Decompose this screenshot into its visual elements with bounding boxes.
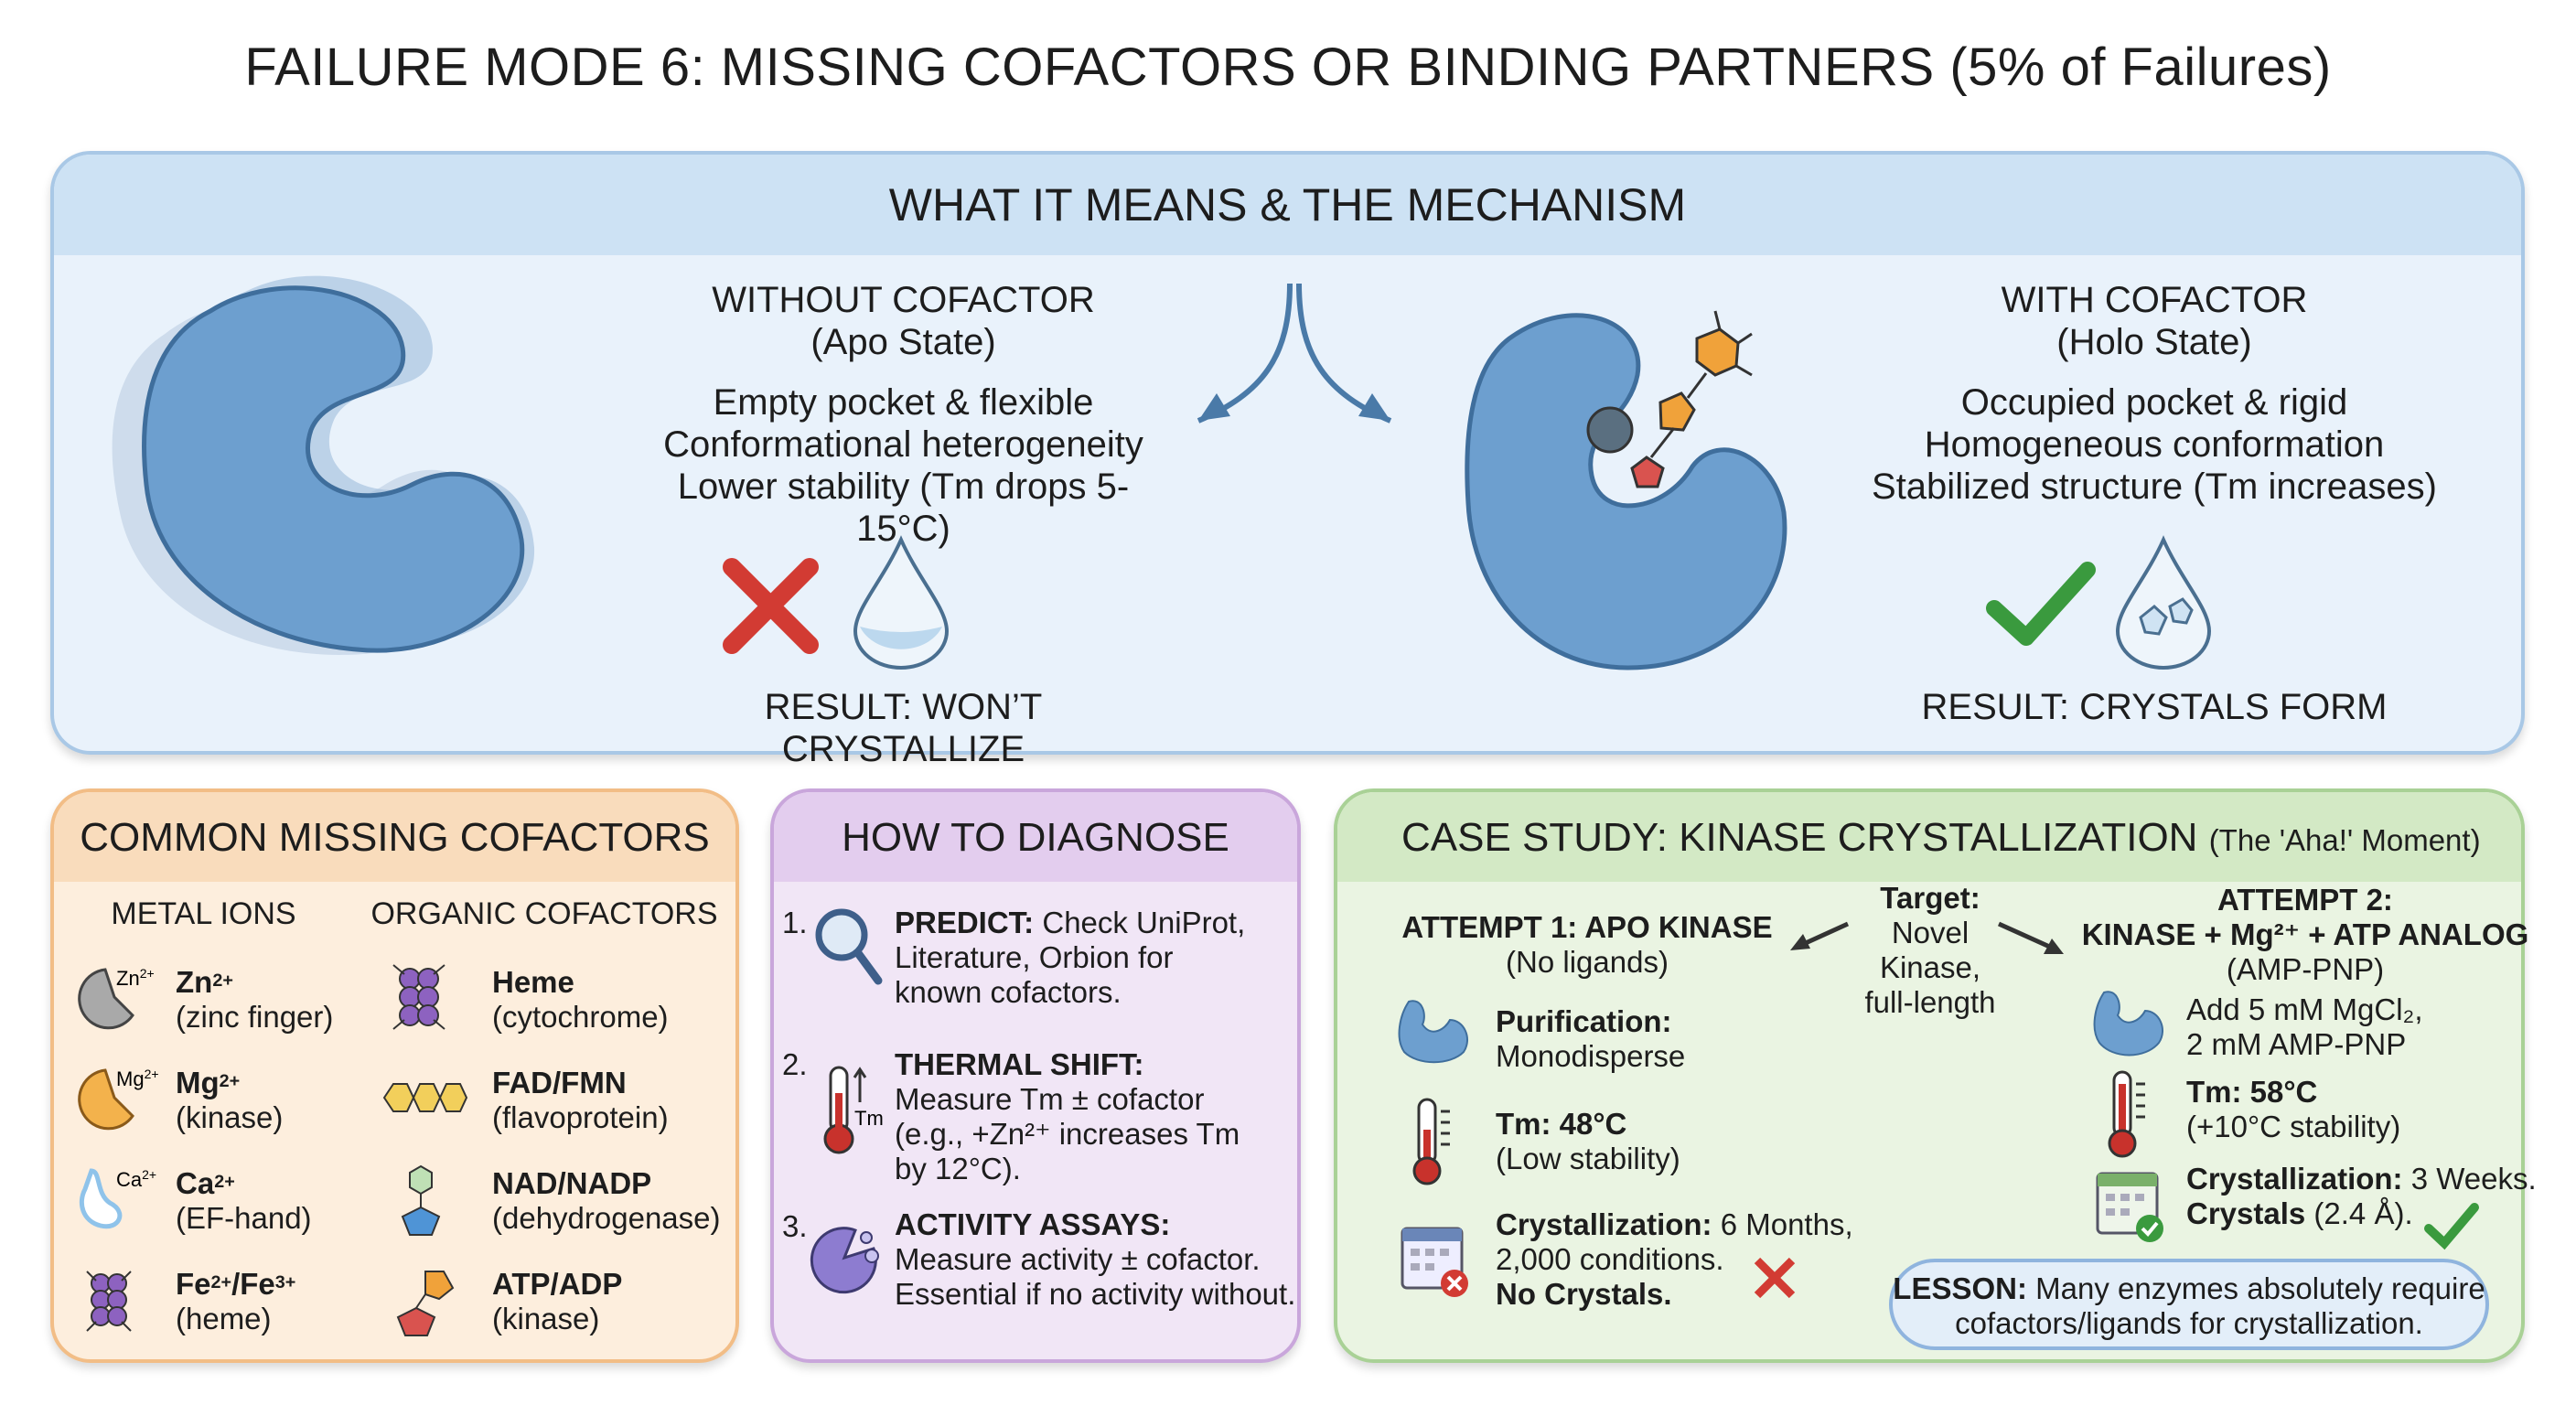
mechanism-header: WHAT IT MEANS & THE MECHANISM [54, 155, 2521, 255]
metal-ion-icon: Ca2+ [79, 1167, 156, 1229]
with-line: Stabilized structure (Tm increases) [1872, 467, 2437, 507]
apo-protein-icon [112, 275, 534, 655]
crystallization-attempt2: Crystallization: 3 Weeks.Crystals (2.4 Å… [2186, 1162, 2537, 1230]
with-line: Occupied pocket & rigid [1960, 382, 2348, 423]
organic-cofactors-title: ORGANIC COFACTORS [370, 896, 718, 931]
attempt2-heading: ATTEMPT 2:KINASE + Mg²⁺ + ATP ANALOG(AMP… [2081, 883, 2529, 986]
metal-ion-icon: Zn2+ [78, 966, 155, 1030]
empty-drop-icon [853, 535, 950, 670]
mechanism-panel: WHAT IT MEANS & THE MECHANISM [50, 151, 2525, 755]
success-check-icon [1986, 562, 2096, 646]
ligand-addition-info: Add 5 mM MgCl₂,2 mM AMP-PNP [2186, 992, 2423, 1061]
step-number: 2. [782, 1047, 808, 1081]
without-result: RESULT: WON’T CRYSTALLIZE [764, 687, 1043, 769]
tm-attempt2: Tm: 58°C(+10°C stability) [2186, 1075, 2401, 1143]
metal-ion-item: Mg2+(kinase) [176, 1066, 284, 1134]
kinase-ligand-protein-icon [2093, 991, 2163, 1056]
arrow-right-icon [1997, 921, 2064, 954]
metal-ions-title: METAL IONS [111, 896, 296, 931]
purification-info: Purification:Monodisperse [1496, 1004, 1686, 1073]
without-line: Conformational heterogeneity [663, 424, 1143, 465]
page-title: FAILURE MODE 6: MISSING COFACTORS OR BIN… [244, 38, 2332, 97]
metal-ion-item: Ca2+(EF-hand) [176, 1166, 312, 1235]
with-line: Homogeneous conformation [1924, 424, 2385, 465]
metal-ion-item: Fe2+/Fe3+(heme) [176, 1267, 296, 1335]
metal-icon-label: Mg2+ [116, 1067, 159, 1090]
with-subtitle: (Holo State) [2056, 322, 2252, 362]
without-cofactor-block: WITHOUT COFACTOR (Apo State) Empty pocke… [640, 279, 1166, 550]
step-thermal-shift: THERMAL SHIFT:Measure Tm ± cofactor(e.g.… [895, 1047, 1240, 1185]
organic-cofactor-item: ATP/ADP(kinase) [492, 1267, 623, 1335]
metal-ion-icon [86, 1271, 132, 1332]
metal-icon-label: Ca2+ [116, 1167, 156, 1191]
kinase-protein-icon [1398, 1000, 1468, 1064]
metal-icon-label: Zn2+ [116, 966, 155, 990]
crystallization-attempt1: Crystallization: 6 Months,2,000 conditio… [1496, 1207, 1853, 1311]
organic-cofactor-item: Heme(cytochrome) [492, 965, 669, 1034]
svg-text:Tm: Tm [854, 1107, 884, 1130]
arrow-left-icon [1790, 921, 1850, 950]
with-result: RESULT: CRYSTALS FORM [1921, 687, 2388, 727]
activity-assay-icon [810, 1227, 879, 1294]
organic-cofactor-icon [396, 1271, 455, 1336]
with-cofactor-block: WITH COFACTOR (Holo State) Occupied pock… [1857, 279, 2452, 508]
calendar-success-icon [2096, 1172, 2163, 1242]
without-line: Lower stability (Tm drops 5-15°C) [677, 467, 1130, 549]
fail-x-icon [723, 558, 819, 654]
step-predict: PREDICT: Check UniProt,Literature, Orbio… [895, 906, 1246, 1009]
thermometer-icon: Tm [823, 1066, 884, 1154]
metal-ion-icon: Mg2+ [78, 1067, 159, 1131]
organic-cofactor-icon [382, 1083, 468, 1112]
success-check-icon [2424, 1203, 2479, 1250]
step-activity-assays: ACTIVITY ASSAYS:Measure activity ± cofac… [895, 1207, 1296, 1311]
organic-cofactor-item: NAD/NADP(dehydrogenase) [492, 1166, 721, 1235]
cofactors-header: COMMON MISSING COFACTORS [54, 792, 735, 882]
attempt1-heading: ATTEMPT 1: APO KINASE(No ligands) [1401, 910, 1773, 979]
fail-x-icon [1754, 1257, 1796, 1299]
without-line: Empty pocket & flexible [713, 382, 1094, 423]
diagnose-header: HOW TO DIAGNOSE [774, 792, 1297, 882]
metal-ion-item: Zn2+(zinc finger) [176, 965, 334, 1034]
magnifier-icon [815, 908, 883, 985]
thermometer-low-icon [1412, 1098, 1450, 1185]
calendar-fail-icon [1401, 1227, 1468, 1297]
organic-cofactor-icon [392, 964, 445, 1030]
crystal-drop-icon [2115, 535, 2212, 670]
organic-cofactor-icon [401, 1164, 441, 1236]
holo-protein-icon [1465, 310, 1787, 670]
case-study-header: CASE STUDY: KINASE CRYSTALLIZATION (The … [1337, 792, 2521, 882]
cofactors-panel: COMMON MISSING COFACTORS [50, 788, 739, 1363]
branch-arrows-icon [1197, 283, 1392, 424]
with-title: WITH COFACTOR [2001, 280, 2308, 320]
thermometer-high-icon [2108, 1070, 2145, 1158]
without-title: WITHOUT COFACTOR [712, 280, 1095, 320]
step-number: 3. [782, 1209, 808, 1243]
step-number: 1. [782, 906, 808, 939]
organic-cofactor-item: FAD/FMN(flavoprotein) [492, 1066, 669, 1134]
tm-attempt1: Tm: 48°C(Low stability) [1496, 1107, 1680, 1175]
without-subtitle: (Apo State) [810, 322, 996, 362]
